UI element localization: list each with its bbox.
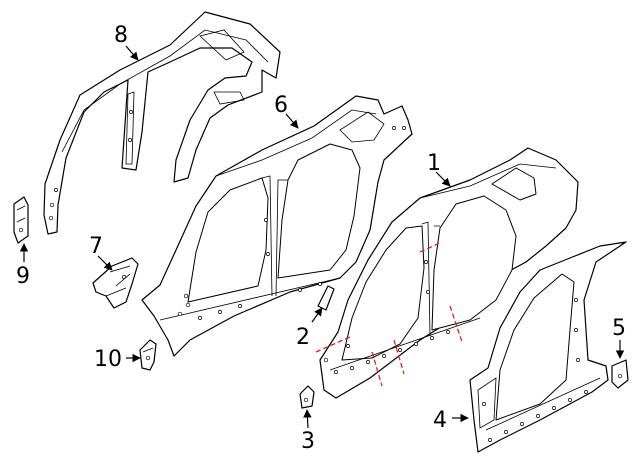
callout-3: 3 (301, 429, 315, 454)
callout-6: 6 (274, 93, 288, 118)
callout-7: 7 (89, 234, 103, 259)
part-4-rocker-panel (469, 241, 627, 453)
part-5-bracket (611, 359, 629, 389)
part-10-bracket (139, 339, 157, 371)
part-2-strip (317, 285, 335, 311)
callout-labels: 1 2 3 4 5 6 7 8 9 10 (16, 23, 626, 454)
part-9-bracket (13, 196, 29, 244)
leader-8 (125, 45, 139, 61)
part-8-upper-rail (43, 11, 281, 235)
part-6-inner-side-panel (141, 95, 413, 357)
callout-4: 4 (433, 408, 447, 433)
part-3-bracket (299, 385, 315, 409)
leader-2 (311, 307, 323, 323)
callout-8: 8 (114, 23, 128, 48)
leader-lines (19, 45, 625, 429)
part-1-outer-side-panel (315, 147, 579, 399)
part-7-reinforcement (92, 257, 139, 309)
callout-10: 10 (94, 347, 122, 372)
leader-3 (303, 409, 312, 429)
callout-5: 5 (612, 316, 626, 341)
leader-1 (435, 171, 451, 187)
callout-2: 2 (296, 325, 310, 350)
callout-9: 9 (16, 264, 30, 289)
callout-1: 1 (427, 151, 441, 176)
leader-6 (285, 113, 299, 129)
leader-7 (97, 255, 113, 271)
